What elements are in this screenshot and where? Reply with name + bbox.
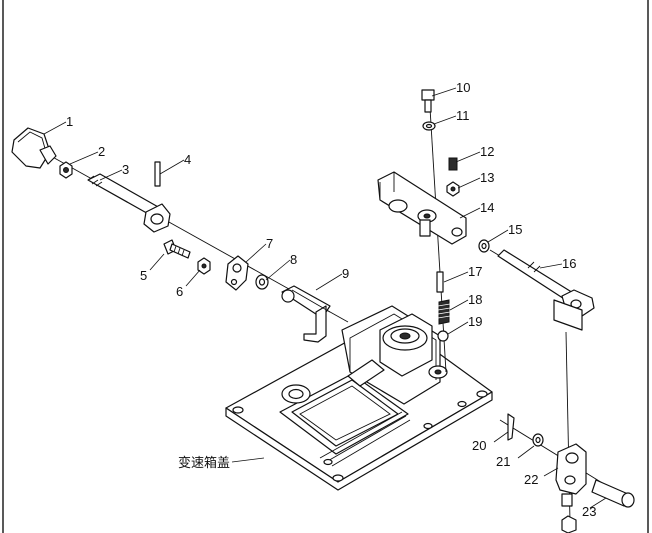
callout-4: 4 — [184, 152, 191, 167]
callout-3: 3 — [122, 162, 129, 177]
callout-labels: 1 2 3 4 5 6 7 8 9 10 11 12 13 14 15 16 1… — [66, 80, 596, 519]
callout-10: 10 — [456, 80, 470, 95]
gearbox-cover — [225, 305, 493, 491]
callout-19: 19 — [468, 314, 482, 329]
callout-9: 9 — [342, 266, 349, 281]
bolt-hole-bottom — [332, 474, 344, 482]
part-4-pin — [154, 161, 161, 187]
callout-14: 14 — [480, 200, 494, 215]
callout-7: 7 — [266, 236, 273, 251]
part-18-spring — [437, 299, 451, 325]
part-3-lever — [87, 173, 171, 233]
part-9-shaft — [281, 285, 331, 343]
part-7-bracket — [225, 255, 249, 291]
callout-20: 20 — [472, 438, 486, 453]
part-14-fork-bar — [377, 171, 467, 245]
callout-5: 5 — [140, 268, 147, 283]
part-20-cotter-pin — [507, 413, 515, 441]
bottom-nut — [561, 515, 577, 533]
part-12-screw — [448, 157, 458, 171]
part-22-clevis — [555, 443, 587, 507]
part-8-washer — [255, 274, 269, 290]
part-19-ball — [437, 330, 449, 342]
part-13-nut — [446, 181, 460, 197]
callout-2: 2 — [98, 144, 105, 159]
bolt-hole-right-inner — [457, 400, 467, 408]
bolt-hole-right — [476, 390, 488, 398]
callout-17: 17 — [468, 264, 482, 279]
bolt-hole-front — [423, 422, 433, 430]
callout-22: 22 — [524, 472, 538, 487]
part-15-washer — [478, 239, 490, 253]
part-5-bolt — [163, 239, 191, 259]
vertical-axis-line — [429, 107, 447, 373]
callout-21: 21 — [496, 454, 510, 469]
callout-12: 12 — [480, 144, 494, 159]
callout-1: 1 — [66, 114, 73, 129]
part-17-rod — [436, 271, 444, 293]
callout-23: 23 — [582, 504, 596, 519]
bolt-hole-left — [232, 406, 244, 414]
callout-13: 13 — [480, 170, 494, 185]
part-11-washer — [422, 121, 436, 131]
callout-16: 16 — [562, 256, 576, 271]
part-6-nut — [197, 257, 211, 275]
part-16-shaft — [489, 249, 595, 331]
callout-8: 8 — [290, 252, 297, 267]
callout-11: 11 — [456, 108, 470, 123]
bolt-hole-bottom-mid — [323, 458, 333, 466]
part-10-bolt — [421, 89, 435, 113]
part-2-nut — [59, 161, 73, 179]
part-23-pin — [591, 479, 635, 508]
gearbox-cover-caption: 变速箱盖 — [178, 455, 230, 471]
callout-6: 6 — [176, 284, 183, 299]
callout-18: 18 — [468, 292, 482, 307]
callout-15: 15 — [508, 222, 522, 237]
part-21-washer — [532, 433, 544, 447]
part-1-knob — [11, 127, 57, 169]
leader-lines — [43, 87, 607, 509]
